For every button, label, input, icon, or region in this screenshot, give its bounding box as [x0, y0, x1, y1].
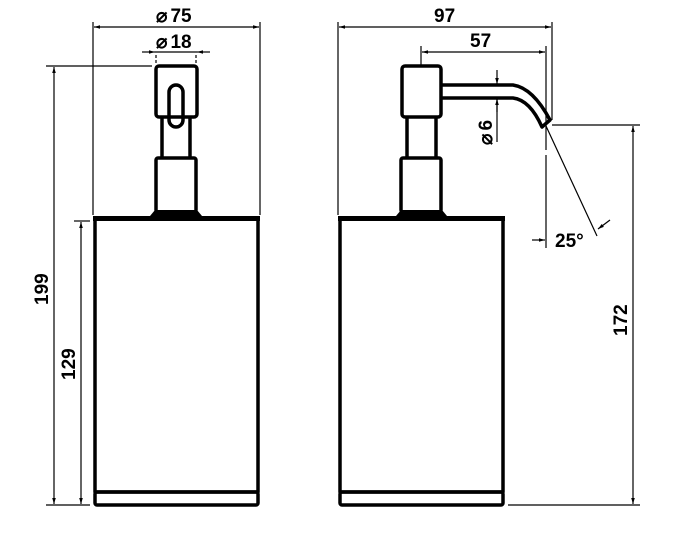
dimension-spout-diameter: ⌀6: [476, 70, 499, 145]
total-depth-label: 97: [434, 6, 455, 27]
front-pump: [150, 64, 202, 216]
dimension-total-depth: 97: [337, 6, 553, 215]
dimension-spout-height: 172: [508, 124, 640, 506]
svg-text:⌀18: ⌀18: [156, 32, 192, 53]
spout-height-label: 172: [611, 304, 632, 336]
front-body: [93, 216, 260, 507]
spout-reach-label: 57: [470, 31, 491, 52]
dimension-total-height: 199: [32, 65, 152, 506]
diameter-symbol: ⌀: [476, 133, 497, 145]
svg-text:⌀75: ⌀75: [156, 6, 192, 27]
dimension-outer-diameter: ⌀75: [92, 6, 261, 215]
outer-diameter-label: 75: [170, 6, 192, 27]
dimension-spout-angle: 25°: [532, 125, 611, 252]
body-height-label: 129: [59, 348, 80, 380]
front-view: ⌀75 ⌀18 199 129: [32, 6, 261, 507]
spout-diameter-label: 6: [476, 120, 497, 131]
pump-diameter-label: 18: [170, 32, 191, 53]
side-body: [338, 216, 505, 507]
dimension-body-height: 129: [59, 220, 90, 504]
total-height-label: 199: [32, 273, 53, 305]
dimension-pump-diameter: ⌀18: [142, 32, 210, 64]
side-view: 97 57 ⌀6 25° 172: [337, 6, 640, 507]
diameter-symbol: ⌀: [156, 32, 168, 53]
svg-text:⌀6: ⌀6: [476, 120, 497, 145]
dimension-spout-reach: 57: [420, 31, 547, 150]
side-pump: [396, 64, 552, 216]
spout-angle-label: 25°: [555, 231, 584, 252]
diameter-symbol: ⌀: [156, 6, 168, 27]
